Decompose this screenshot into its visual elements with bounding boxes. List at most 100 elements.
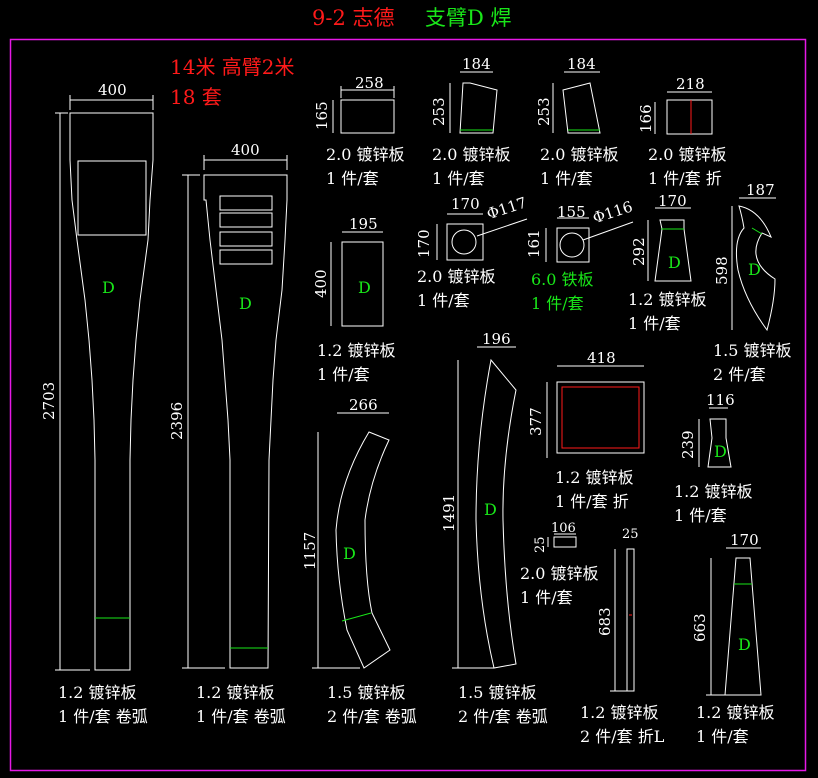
- part-9-qty: 1 件/套: [531, 294, 584, 313]
- part-12-height: 1157: [301, 531, 319, 570]
- part-8-height: 170: [415, 229, 433, 258]
- part-6-height: 166: [637, 104, 655, 133]
- part-13-width: 196: [482, 330, 511, 348]
- part-5-label: 2.0 镀锌板 1 件/套: [540, 143, 619, 191]
- part-15-qty: 1 件/套: [674, 506, 727, 525]
- part-15-width: 116: [706, 391, 735, 409]
- part-18-material: 1.2 镀锌板: [696, 703, 775, 722]
- part-14-height: 377: [527, 407, 545, 436]
- part-12-label: 1.5 镀锌板 2 件/套 卷弧: [327, 681, 417, 729]
- part-15-label: 1.2 镀锌板 1 件/套: [674, 480, 753, 528]
- part-16-width: 106: [551, 521, 576, 536]
- title-suffix: 支臂D 焊: [425, 6, 512, 30]
- part-10-width: 170: [658, 192, 687, 210]
- part-13-marker: D: [484, 500, 497, 519]
- part-3-shape: [332, 86, 395, 134]
- part-15-material: 1.2 镀锌板: [674, 482, 753, 501]
- part-1-qty: 1 件/套 卷弧: [58, 707, 148, 726]
- part-12-shape: [312, 412, 391, 669]
- part-11-label: 1.5 镀锌板 2 件/套: [713, 339, 792, 387]
- part-8-qty: 1 件/套: [417, 291, 470, 310]
- part-9-shape: [545, 217, 634, 263]
- part-2-label: 1.2 镀锌板 1 件/套 卷弧: [196, 681, 286, 729]
- part-5-shape: [552, 71, 601, 134]
- part-10-shape: [647, 207, 692, 282]
- part-18-label: 1.2 镀锌板 1 件/套: [696, 701, 775, 749]
- part-7-label: 1.2 镀锌板 1 件/套: [317, 339, 396, 387]
- part-8-shape: [436, 213, 528, 261]
- part-11-height: 598: [713, 256, 731, 285]
- header-spec: 14米 高臂2米: [170, 55, 295, 79]
- part-15-shape: [698, 407, 732, 468]
- part-3-width: 258: [355, 74, 384, 92]
- part-18-width: 170: [730, 531, 759, 549]
- part-10-height: 292: [630, 237, 648, 266]
- part-2-shape: [182, 155, 288, 669]
- part-17-height: 683: [596, 607, 614, 636]
- part-17-shape: [610, 548, 635, 692]
- part-18-marker: D: [738, 635, 751, 654]
- part-11-material: 1.5 镀锌板: [713, 341, 792, 360]
- part-11-qty: 2 件/套: [713, 365, 766, 384]
- part-2-height: 2396: [168, 401, 186, 440]
- part-3-material: 2.0 镀锌板: [326, 145, 405, 164]
- part-10-qty: 1 件/套: [628, 314, 681, 333]
- part-8-material: 2.0 镀锌板: [417, 267, 496, 286]
- part-15-marker: D: [714, 442, 727, 461]
- part-1-material: 1.2 镀锌板: [58, 683, 137, 702]
- title-prefix: 9-2 志德: [312, 6, 395, 30]
- part-5-material: 2.0 镀锌板: [540, 145, 619, 164]
- part-11-shape: [731, 197, 776, 332]
- header-sets: 18 套: [170, 85, 222, 109]
- part-17-qty: 2 件/套 折L: [580, 727, 665, 746]
- part-14-material: 1.2 镀锌板: [555, 468, 634, 487]
- part-9-label: 6.0 铁板 1 件/套: [531, 268, 594, 316]
- part-1-marker: D: [102, 278, 115, 297]
- part-6-label: 2.0 镀锌板 1 件/套 折: [648, 143, 727, 191]
- part-4-label: 2.0 镀锌板 1 件/套: [432, 143, 511, 191]
- part-3-height: 165: [313, 101, 331, 130]
- part-17-material: 1.2 镀锌板: [580, 703, 659, 722]
- part-7-height: 400: [312, 269, 330, 298]
- part-12-marker: D: [343, 544, 356, 563]
- part-10-marker: D: [668, 253, 681, 272]
- part-7-marker: D: [358, 278, 371, 297]
- part-16-label: 2.0 镀锌板 1 件/套: [520, 562, 599, 610]
- part-12-qty: 2 件/套 卷弧: [327, 707, 417, 726]
- part-3-label: 2.0 镀锌板 1 件/套: [326, 143, 405, 191]
- part-13-shape: [452, 346, 517, 669]
- part-16-shape: [547, 533, 577, 548]
- part-17-width: 25: [622, 527, 639, 542]
- part-8-label: 2.0 镀锌板 1 件/套: [417, 265, 496, 313]
- part-8-width: 170: [451, 195, 480, 213]
- part-18-shape: [706, 547, 762, 696]
- part-4-width: 184: [462, 55, 491, 73]
- part-12-material: 1.5 镀锌板: [327, 683, 406, 702]
- part-14-label: 1.2 镀锌板 1 件/套 折: [555, 466, 634, 514]
- part-12-width: 266: [349, 396, 378, 414]
- part-1-label: 1.2 镀锌板 1 件/套 卷弧: [58, 681, 148, 729]
- part-5-qty: 1 件/套: [540, 169, 593, 188]
- part-13-label: 1.5 镀锌板 2 件/套 卷弧: [458, 681, 548, 729]
- part-9-height: 161: [525, 229, 543, 258]
- drawing-border: [9, 38, 807, 772]
- part-9-material: 6.0 铁板: [531, 270, 594, 289]
- part-10-material: 1.2 镀锌板: [628, 290, 707, 309]
- part-2-qty: 1 件/套 卷弧: [196, 707, 286, 726]
- part-16-height: 25: [533, 536, 548, 553]
- part-5-height: 253: [535, 97, 553, 126]
- part-16-qty: 1 件/套: [520, 588, 573, 607]
- part-6-width: 218: [676, 75, 705, 93]
- part-4-shape: [449, 71, 498, 134]
- part-7-width: 195: [349, 215, 378, 233]
- part-10-label: 1.2 镀锌板 1 件/套: [628, 288, 707, 336]
- part-1-width: 400: [98, 81, 127, 99]
- part-6-shape: [654, 91, 713, 135]
- part-1-shape: [55, 95, 154, 671]
- part-18-height: 663: [691, 613, 709, 642]
- part-14-shape: [546, 365, 645, 458]
- part-5-width: 184: [567, 55, 596, 73]
- part-4-height: 253: [430, 97, 448, 126]
- part-11-marker: D: [748, 260, 761, 279]
